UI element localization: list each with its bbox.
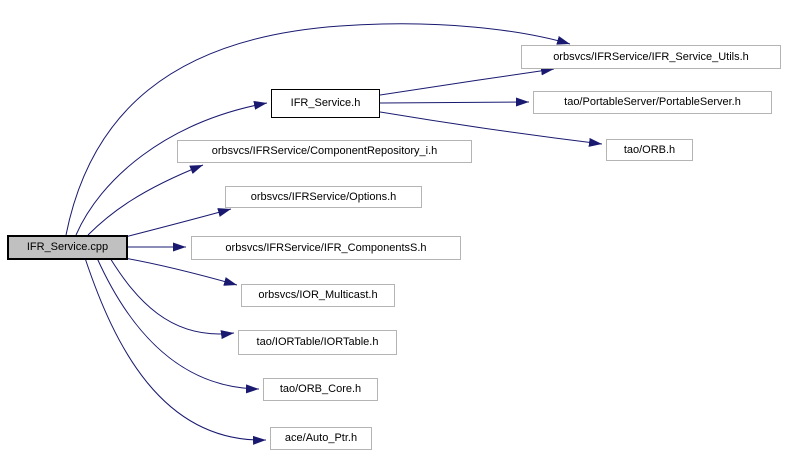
edge-ifr-service-cpp-to-ifr-service-h [75,100,268,236]
node-portableserver-h[interactable]: tao/PortableServer/PortableServer.h [533,91,772,114]
edge-ifr-service-h-to-ifr-service-utils-h [379,66,555,96]
node-componentrepository-i-h[interactable]: orbsvcs/IFRService/ComponentRepository_i… [177,140,472,163]
node-ifr-service-h[interactable]: IFR_Service.h [271,89,380,118]
node-auto-ptr-h[interactable]: ace/Auto_Ptr.h [270,427,372,450]
node-ior-multicast-h[interactable]: orbsvcs/IOR_Multicast.h [241,284,395,307]
node-iortable-h[interactable]: tao/IORTable/IORTable.h [238,330,397,355]
node-ifr-componentss-h[interactable]: orbsvcs/IFRService/IFR_ComponentsS.h [191,236,461,260]
node-tao-orb-h[interactable]: tao/ORB.h [606,139,693,161]
edge-ifr-service-cpp-to-ior-multicast-h [123,257,238,286]
node-orb-core-h[interactable]: tao/ORB_Core.h [263,378,378,401]
edge-ifr-service-cpp-to-auto-ptr-h [84,257,267,445]
edge-ifr-service-cpp-to-options-h [124,208,232,238]
edge-ifr-service-cpp-to-iortable-h [109,257,235,340]
edge-ifr-service-cpp-to-orb-core-h [96,257,260,394]
edge-ifr-service-h-to-tao-orb-h [379,111,603,147]
edge-ifr-service-cpp-to-componentrepository-i-h [87,164,204,236]
node-ifr-service-cpp: IFR_Service.cpp [7,235,128,260]
node-ifr-service-utils-h[interactable]: orbsvcs/IFRService/IFR_Service_Utils.h [521,45,781,69]
edge-ifr-service-h-to-portableserver-h [379,97,530,107]
edge-ifr-service-cpp-to-ifr-service-utils-h [65,23,571,236]
node-options-h[interactable]: orbsvcs/IFRService/Options.h [225,186,422,208]
